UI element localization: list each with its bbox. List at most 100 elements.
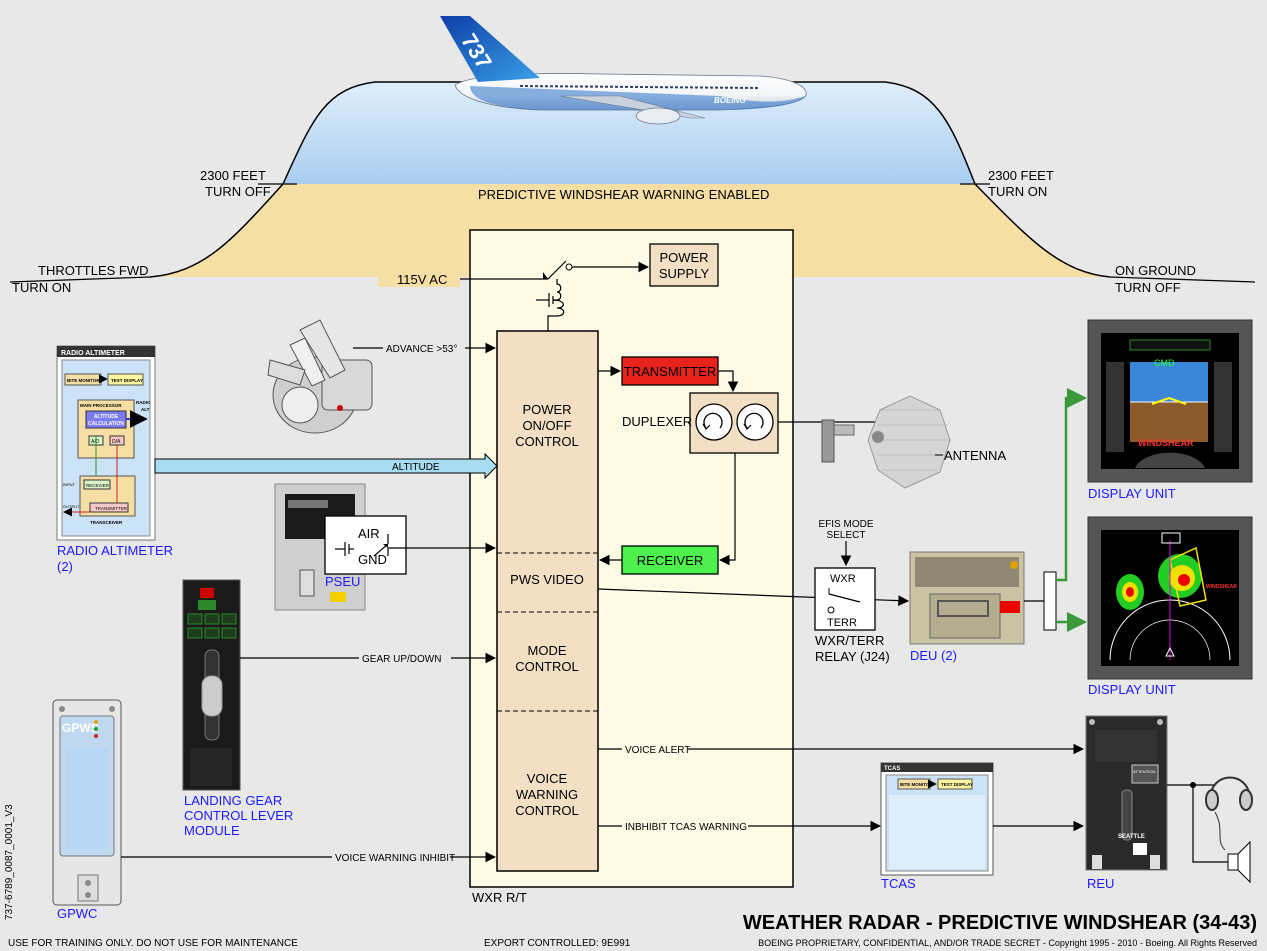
throttles-turn-on-label: TURN ON: [12, 280, 71, 295]
tcas-bite-monitor: BITE MONITOR: [900, 782, 933, 787]
relay-caption-2: RELAY (J24): [815, 649, 890, 664]
power-supply-box: [649, 243, 719, 287]
altitude-bus-arrow: [154, 452, 498, 480]
pfd-windshear-text: WINDSHEAR: [1138, 438, 1194, 448]
deu-unit-image: [909, 551, 1025, 645]
ra-alt-text: ALT: [141, 407, 150, 412]
lgclm-caption-2: CONTROL LEVER: [184, 808, 293, 823]
115v-ac-label: 115V AC: [397, 272, 447, 287]
ra-da: D/A: [112, 439, 121, 445]
efis-mode-line2: SELECT: [827, 530, 866, 541]
gnd-label: GND: [358, 552, 387, 567]
on-ground-turn-off-label: TURN OFF: [1115, 280, 1181, 295]
tcas-panel: TCAS BITE MONITOR TEST DISPLAY: [880, 762, 994, 876]
pws-enabled-label: PREDICTIVE WINDSHEAR WARNING ENABLED: [478, 187, 769, 202]
landing-gear-module-image: [182, 579, 241, 791]
tcas-caption: TCAS: [881, 876, 916, 891]
ra-transmitter: TRANSMITTER: [95, 506, 128, 511]
air-label: AIR: [358, 526, 380, 541]
relay-coil-symbol: [536, 279, 565, 331]
inhibit-tcas-label: INBHIBIT TCAS WARNING: [625, 822, 747, 833]
connector-bracket: [1043, 571, 1057, 631]
pfd-display-image: CMD WINDSHEAR: [1087, 319, 1253, 483]
voice-alert-label: VOICE ALERT: [625, 745, 690, 756]
voice-warning-line1: VOICE: [527, 771, 568, 786]
gpwc-unit-image: GPWS: [52, 699, 122, 906]
mode-control-line2: CONTROL: [515, 659, 579, 674]
voice-warning-inhibit-label: VOICE WARNING INHIBIT: [335, 853, 455, 864]
voice-warning-line3: CONTROL: [515, 803, 579, 818]
receiver-label: RECEIVER: [637, 553, 703, 568]
antenna-image: [821, 395, 951, 489]
on-ground-label: ON GROUND: [1115, 263, 1196, 278]
deu-caption: DEU (2): [910, 648, 957, 663]
air-gnd-switch-box: [324, 515, 407, 575]
gear-up-down-label: GEAR UP/DOWN: [362, 654, 441, 665]
radio-altimeter-caption-1: RADIO ALTIMETER: [57, 543, 173, 558]
right-2300-label: 2300 FEET: [988, 168, 1054, 183]
headset-icon: [1205, 776, 1253, 851]
altitude-label: ALTITUDE: [392, 462, 440, 473]
relay-terr-label: TERR: [827, 617, 857, 629]
pws-video-label: PWS VIDEO: [510, 572, 584, 587]
ra-output: OUTPUT: [63, 504, 80, 509]
gpwc-caption: GPWC: [57, 906, 97, 921]
pseu-caption: PSEU: [325, 574, 360, 589]
nd-windshear-text: WINDSHEAR: [1206, 584, 1237, 590]
power-control-line2: ON/OFF: [522, 418, 571, 433]
antenna-label: ANTENNA: [944, 448, 1006, 463]
tcas-panel-title: TCAS: [884, 766, 900, 772]
relay-wxr-label: WXR: [830, 573, 856, 585]
ra-main-processor: MAIN PROCESSOR: [80, 403, 122, 408]
receiver-box: [621, 545, 719, 575]
ra-ad: A/D: [91, 439, 100, 445]
right-turn-on-label: TURN ON: [988, 184, 1047, 199]
ground-line-left: [9, 276, 151, 283]
drawing-id: 737-6789_0087_0001_V3: [4, 804, 15, 920]
reu-attention-text: ATTENTION: [1133, 769, 1155, 774]
nd-display-image: WINDSHEAR: [1087, 516, 1253, 680]
gpws-logo-text: GPWS: [62, 721, 99, 735]
transmitter-box: [621, 356, 719, 386]
ra-bite-monitor: BITE MONITOR: [67, 378, 100, 383]
lgclm-caption-3: MODULE: [184, 823, 240, 838]
mode-control-line1: MODE: [528, 643, 567, 658]
control-column: [496, 330, 599, 872]
ra-receiver: RECEIVER: [86, 483, 110, 488]
left-turn-off-label: TURN OFF: [205, 184, 271, 199]
advance-53-label: ADVANCE >53°: [386, 344, 457, 355]
power-supply-line1: POWER: [659, 250, 708, 265]
footer-training-notice: USE FOR TRAINING ONLY. DO NOT USE FOR MA…: [8, 938, 298, 949]
boeing-logo-text: BOEING: [714, 96, 746, 105]
ra-alt-calc-1: ALTITUDE: [94, 414, 119, 420]
duplexer-label: DUPLEXER: [622, 414, 692, 429]
ra-test-display: TEST DISPLAY: [111, 378, 143, 383]
left-2300-label: 2300 FEET: [200, 168, 266, 183]
diagram-title: WEATHER RADAR - PREDICTIVE WINDSHEAR (34…: [743, 912, 1257, 934]
ra-radio-text: RADIO: [136, 400, 151, 405]
tcas-test-display: TEST DISPLAY: [941, 782, 973, 787]
ra-transceiver: TRANSCEIVER: [90, 520, 123, 525]
ra-panel-title: RADIO ALTIMETER: [61, 350, 125, 357]
radio-altimeter-caption-2: (2): [57, 559, 73, 574]
power-supply-line2: SUPPLY: [659, 266, 710, 281]
boeing-737-airplane: 737 BOEING: [440, 16, 807, 125]
throttle-quadrant-image: [267, 319, 373, 434]
speaker-icon: [1227, 840, 1251, 884]
display-unit-top-caption: DISPLAY UNIT: [1088, 486, 1176, 501]
pfd-cmd-text: CMD: [1154, 358, 1175, 368]
footer-copyright: BOEING PROPRIETARY, CONFIDENTIAL, AND/OR…: [758, 938, 1257, 948]
radio-altimeter-panel: RADIO ALTIMETER BITE MONITOR TEST DISPLA…: [56, 345, 156, 541]
power-switch-blade: [547, 260, 567, 280]
wxr-terr-relay-box: [814, 567, 876, 631]
sky-region: [283, 82, 975, 184]
relay-caption-1: WXR/TERR: [815, 633, 884, 648]
reu-caption: REU: [1087, 876, 1114, 891]
ra-alt-calc-2: CALCULATION: [88, 421, 124, 427]
wxr-rt-label: WXR R/T: [472, 890, 527, 905]
footer-export-control: EXPORT CONTROLLED: 9E991: [484, 938, 631, 949]
power-control-line1: POWER: [522, 402, 571, 417]
ra-input: INPUT: [63, 482, 76, 487]
efis-mode-line1: EFIS MODE: [818, 519, 873, 530]
